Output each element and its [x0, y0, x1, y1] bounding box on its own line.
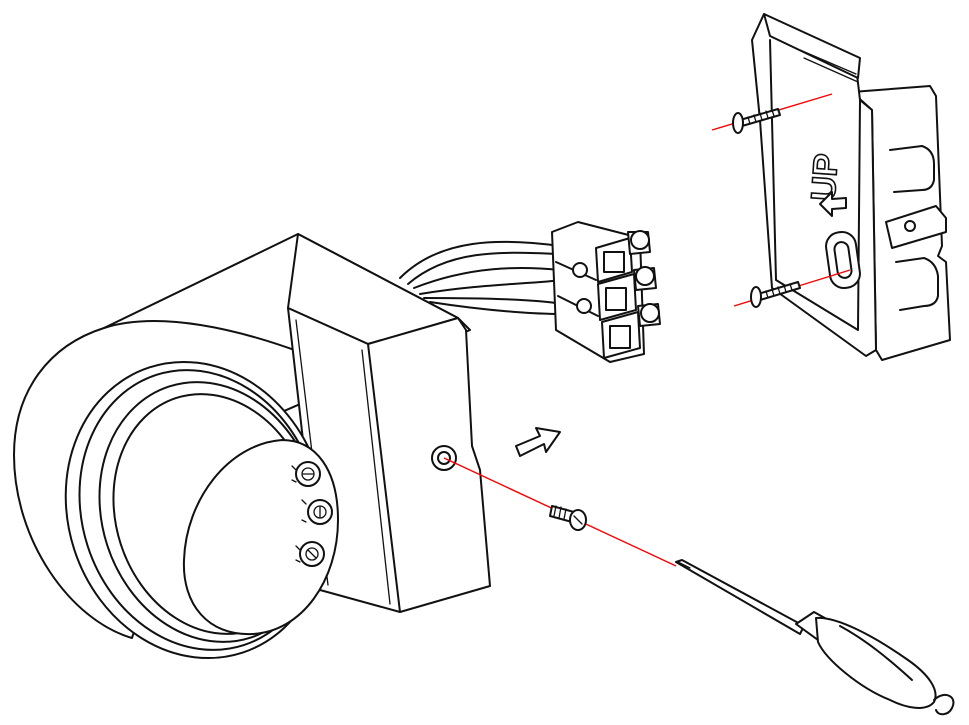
screwdriver-shaft — [675, 559, 805, 635]
terminal-screw-head — [630, 230, 650, 250]
terminal-screw-head — [640, 303, 660, 323]
mounting-plate-top-groove — [803, 57, 859, 83]
mounting-plate: UP — [751, 13, 951, 361]
adjustment-knob-time-inner — [301, 467, 315, 481]
wire — [423, 297, 563, 305]
fixing-screw — [549, 505, 587, 531]
wire — [413, 266, 561, 289]
fixing-screw-head-slot — [573, 515, 583, 525]
terminal-cell-opening — [605, 287, 627, 311]
mounting-plate-side-notch-lower — [895, 257, 939, 311]
pir-lens-dome — [182, 439, 339, 636]
direction-arrow-icon — [515, 427, 561, 457]
mounting-plate-slot-inner — [833, 241, 853, 279]
adjustment-knobs — [291, 461, 333, 567]
screwdriver-handle — [815, 616, 937, 709]
wall-screw-thread — [765, 283, 793, 299]
wire — [419, 279, 563, 295]
fixing-screw-thread — [553, 505, 567, 520]
screwdriver — [675, 559, 955, 716]
housing-block-edge — [361, 349, 391, 605]
terminal-block — [551, 221, 661, 363]
wall-screw-upper — [711, 93, 833, 134]
wire-bundle — [399, 240, 563, 315]
terminal-screw-left — [576, 298, 592, 314]
adjustment-knob-markings — [291, 465, 307, 563]
screwdriver-hanging-loop — [933, 693, 955, 716]
mounting-plate-side-notch-upper — [889, 145, 935, 193]
wall-screw-lower — [733, 269, 851, 308]
adjustment-knob-sens-inner — [313, 505, 327, 519]
up-marking-text: UP — [804, 152, 845, 202]
sensor-housing — [13, 233, 491, 660]
mounting-plate-top-groove — [799, 49, 857, 75]
mounting-plate-clip — [885, 205, 947, 249]
wall-screw-head — [750, 286, 762, 308]
terminal-screw-left — [572, 262, 588, 278]
adjustment-knob-lux-inner — [305, 547, 319, 561]
wall-screw-thread — [747, 109, 775, 125]
wire — [429, 301, 563, 315]
housing-back-edge — [103, 320, 301, 353]
wall-screw-head — [732, 112, 744, 134]
terminal-cell-opening — [603, 251, 625, 273]
up-marking: UP — [804, 152, 847, 203]
screwdriver-tip — [677, 561, 691, 569]
terminal-cell-opening — [609, 325, 631, 349]
screwdriver-handle-grip-line — [839, 625, 913, 681]
mounting-plate-top-lip — [763, 13, 861, 79]
wire — [399, 240, 561, 279]
mounting-plate-clip-hole — [904, 220, 916, 232]
wire — [407, 251, 561, 285]
terminal-screw-head — [635, 266, 655, 286]
arrow-left-icon — [819, 191, 847, 217]
adjustment-knob-lux-slot — [307, 549, 317, 559]
